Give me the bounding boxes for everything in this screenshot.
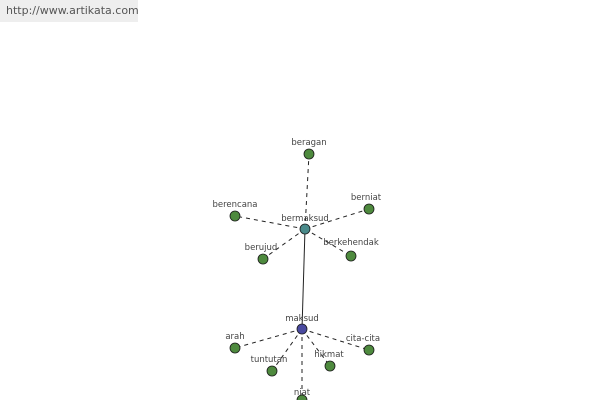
node-label-hikmat[interactable]: hikmat [314,350,344,360]
node-dot-berniat[interactable] [363,203,375,215]
node-berniat[interactable]: berniat [351,193,382,215]
node-dot-maksud[interactable] [296,323,308,335]
node-beragan[interactable]: beragan [291,138,327,160]
node-label-berujud[interactable]: berujud [245,243,278,253]
site-url[interactable]: http://www.artikata.com [0,0,139,22]
node-label-beragan[interactable]: beragan [291,138,326,148]
node-cita-cita[interactable]: cita-cita [346,334,380,356]
node-dot-cita-cita[interactable] [363,344,375,356]
node-niat[interactable]: niat [294,388,311,400]
nodes-layer: bermaksud maksud beragan berencana berniat be… [212,138,382,400]
node-label-cita-cita[interactable]: cita-cita [346,334,380,344]
node-dot-berujud[interactable] [257,253,269,265]
node-label-berniat[interactable]: berniat [351,193,382,203]
node-berencana[interactable]: berencana [212,200,258,222]
node-dot-arah[interactable] [229,342,241,354]
node-dot-tuntutan[interactable] [266,365,278,377]
node-bermaksud[interactable]: bermaksud [281,214,329,235]
node-berujud[interactable]: berujud [245,243,278,265]
node-label-maksud[interactable]: maksud [285,314,319,324]
edge-bermaksud-berniat [304,208,370,230]
node-label-niat[interactable]: niat [294,388,311,398]
node-dot-bermaksud[interactable] [299,223,311,235]
node-tuntutan[interactable]: tuntutan [251,355,288,377]
edge-bermaksud-berencana [234,215,306,230]
edge-maksud-tuntutan [271,328,303,372]
edge-maksud-cita-cita [301,328,370,351]
node-label-tuntutan[interactable]: tuntutan [251,355,288,365]
node-berkehendak[interactable]: berkehendak [323,238,379,262]
edge-maksud-hikmat [301,328,331,367]
node-hikmat[interactable]: hikmat [314,350,344,372]
edge-bermaksud-maksud [301,228,306,330]
node-dot-berencana[interactable] [229,210,241,222]
node-label-berencana[interactable]: berencana [212,200,257,210]
node-dot-beragan[interactable] [303,148,315,160]
node-maksud[interactable]: maksud [285,314,319,335]
node-label-berkehendak[interactable]: berkehendak [323,238,379,248]
node-label-bermaksud[interactable]: bermaksud [281,214,329,224]
edges-layer [234,153,370,400]
node-dot-berkehendak[interactable] [345,250,357,262]
node-arah[interactable]: arah [225,332,245,354]
node-dot-niat[interactable] [296,394,308,400]
edge-bermaksud-berkehendak [304,228,352,257]
node-label-arah[interactable]: arah [225,332,244,342]
edge-bermaksud-berujud [262,228,306,260]
node-dot-hikmat[interactable] [324,360,336,372]
edge-maksud-arah [234,328,303,349]
